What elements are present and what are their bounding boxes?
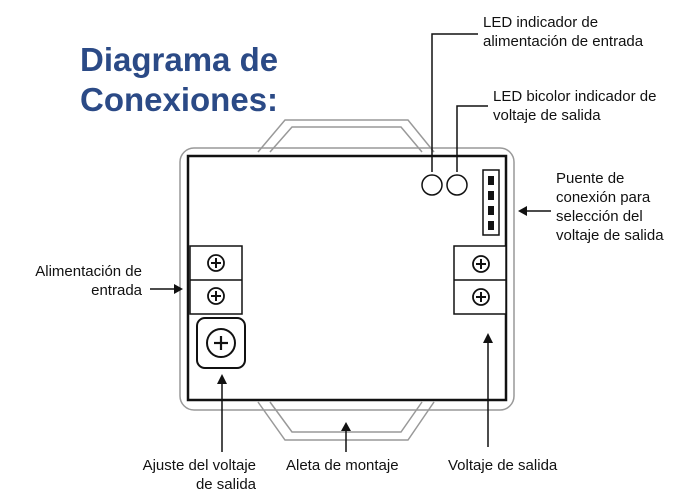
label-adjust-voltage: Ajuste del voltaje de salida	[142, 457, 256, 493]
voltage-jumper	[482, 169, 500, 236]
title-line-2: Conexiones:	[80, 81, 279, 118]
screw-icon	[207, 287, 225, 305]
top-mounting-tab	[257, 119, 435, 153]
leader-led-output	[456, 105, 488, 172]
arrow-adjust	[217, 374, 227, 384]
arrow-jumper	[518, 206, 527, 216]
label-led-input: LED indicador de alimentación de entrada	[483, 14, 644, 50]
label-power-input: Alimentación de entrada	[35, 263, 142, 299]
leader-led-input	[431, 33, 478, 172]
screw-icon	[207, 254, 225, 272]
voltage-adjust-knob	[196, 317, 246, 369]
arrow-output-voltage	[483, 333, 493, 343]
arrow-power-input	[174, 284, 183, 294]
led-input-power	[421, 174, 443, 196]
device-casing	[179, 147, 515, 411]
label-jumper: Puente de conexión para selección del vo…	[556, 170, 664, 244]
input-terminal-block	[189, 245, 243, 315]
jumper-pins	[488, 176, 494, 230]
screw-icon	[472, 255, 490, 273]
label-mounting-tab: Aleta de montaje	[286, 457, 399, 474]
output-terminal-block	[453, 245, 507, 315]
led-output-bicolor	[446, 174, 468, 196]
arrow-mounting-tab	[341, 422, 351, 431]
screw-icon	[472, 288, 490, 306]
label-output-voltage: Voltaje de salida	[448, 457, 558, 474]
top-mounting-tab-inner	[269, 126, 423, 153]
diagram-title: Diagrama de Conexiones:	[80, 40, 278, 120]
title-line-1: Diagrama de	[80, 41, 279, 78]
label-led-output: LED bicolor indicador de voltaje de sali…	[493, 88, 657, 124]
